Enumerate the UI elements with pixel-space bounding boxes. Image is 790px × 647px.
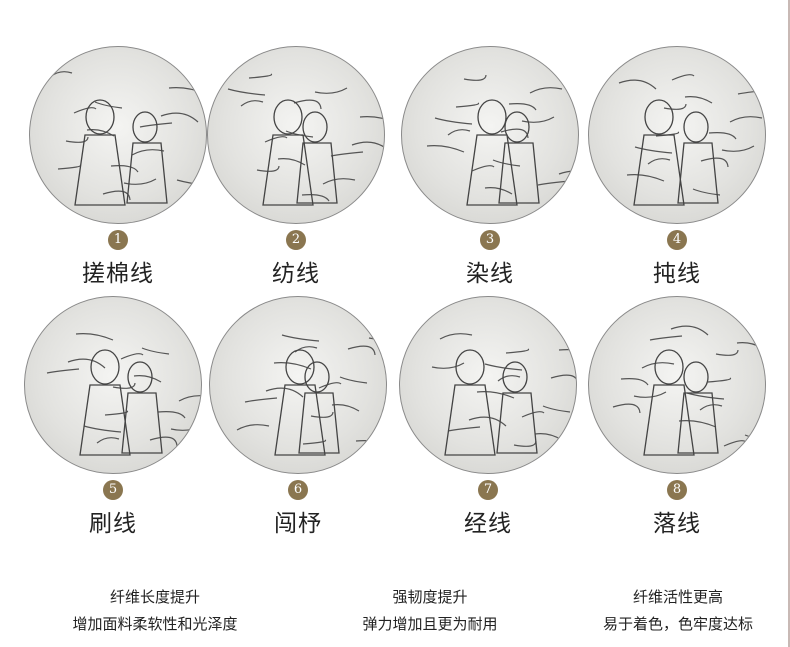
illustration (588, 296, 766, 474)
step-number-badge: 2 (286, 230, 306, 250)
step-number-badge: 4 (667, 230, 687, 250)
illustration (399, 296, 577, 474)
illustration (588, 46, 766, 224)
step-label: 经线 (464, 511, 512, 537)
step-number-badge: 5 (103, 480, 123, 500)
illustration (401, 46, 579, 224)
step-label: 搓棉线 (82, 261, 154, 287)
illustration (207, 46, 385, 224)
step-7: 7 经线 (393, 296, 583, 538)
illustration (29, 46, 207, 224)
step-3: 3 染线 (395, 46, 585, 288)
step-number-badge: 3 (480, 230, 500, 250)
step-5: 5 刷线 (18, 296, 208, 538)
benefit-desc: 易于着色，色牢度达标 (602, 615, 753, 633)
step-2: 2 纺线 (201, 46, 391, 288)
benefit-title: 纤维长度提升 (109, 588, 200, 606)
benefit-title: 纤维活性更高 (632, 588, 723, 606)
step-1: 1 搓棉线 (23, 46, 213, 288)
step-number-badge: 7 (478, 480, 498, 500)
step-label: 落线 (653, 511, 701, 537)
step-label: 刷线 (89, 511, 137, 537)
benefit-length: 纤维长度提升 增加面料柔软性和光泽度 (25, 584, 285, 638)
benefit-strength: 强韧度提升 弹力增加且更为耐用 (300, 584, 560, 638)
step-label: 闯杼 (274, 511, 322, 537)
step-number-badge: 8 (667, 480, 687, 500)
benefit-desc: 弹力增加且更为耐用 (362, 615, 498, 633)
step-6: 6 闯杼 (203, 296, 393, 538)
page-edge (788, 0, 790, 647)
illustration (209, 296, 387, 474)
step-8: 8 落线 (582, 296, 772, 538)
benefit-activity: 纤维活性更高 易于着色，色牢度达标 (548, 584, 790, 638)
step-label: 染线 (466, 261, 514, 287)
step-number-badge: 1 (108, 230, 128, 250)
step-number-badge: 6 (288, 480, 308, 500)
step-label: 纺线 (272, 261, 320, 287)
illustration (24, 296, 202, 474)
step-label: 扽线 (653, 261, 701, 287)
benefit-title: 强韧度提升 (392, 588, 468, 606)
step-4: 4 扽线 (582, 46, 772, 288)
benefit-desc: 增加面料柔软性和光泽度 (72, 615, 238, 633)
